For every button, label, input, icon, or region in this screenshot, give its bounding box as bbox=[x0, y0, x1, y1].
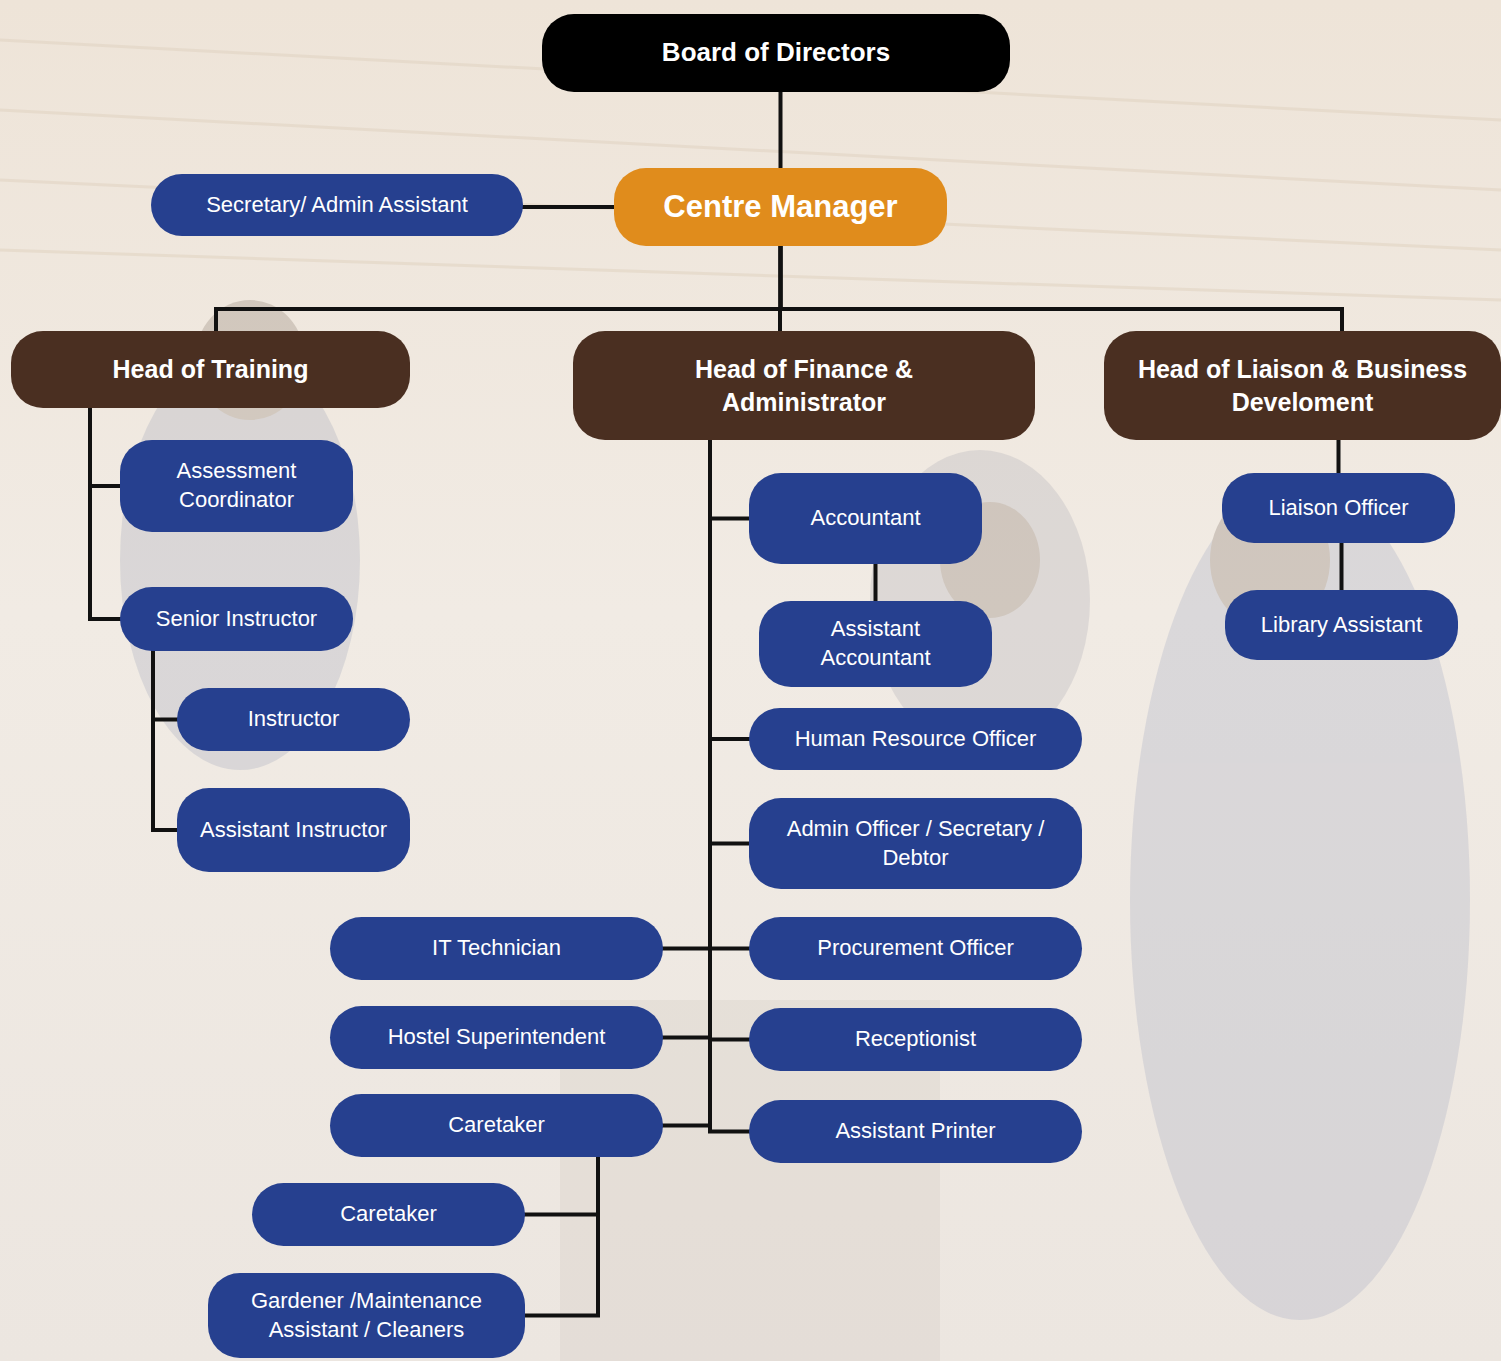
connector bbox=[874, 564, 878, 601]
role-box: Hostel Superintendent bbox=[330, 1006, 663, 1069]
node-label: Assessment Coordinator bbox=[138, 457, 335, 514]
role-box: Library Assistant bbox=[1225, 590, 1458, 660]
node-label: Centre Manager bbox=[663, 187, 897, 227]
connector bbox=[1337, 440, 1341, 473]
role-box: Senior Instructor bbox=[120, 587, 353, 651]
node-label: Instructor bbox=[248, 705, 340, 734]
node-label: Caretaker bbox=[340, 1200, 437, 1229]
board-box: Board of Directors bbox=[542, 14, 1010, 92]
head-box: Head of Training bbox=[11, 331, 410, 408]
role-box: Admin Officer / Secretary / Debtor bbox=[749, 798, 1082, 889]
node-label: IT Technician bbox=[432, 934, 561, 963]
node-label: Assistant Instructor bbox=[200, 816, 387, 845]
node-label: Human Resource Officer bbox=[795, 725, 1037, 754]
node-label: Board of Directors bbox=[662, 36, 890, 70]
node-label: Procurement Officer bbox=[817, 934, 1013, 963]
node-label: Head of Training bbox=[113, 353, 309, 386]
role-box: Gardener /Maintenance Assistant / Cleane… bbox=[208, 1273, 525, 1358]
connector bbox=[153, 651, 177, 720]
head-box: Head of Liaison & Business Develoment bbox=[1104, 331, 1501, 440]
connector bbox=[663, 440, 710, 949]
people-figures bbox=[120, 300, 1470, 1361]
role-box: Instructor bbox=[177, 688, 410, 751]
node-label: Gardener /Maintenance Assistant / Cleane… bbox=[226, 1287, 507, 1344]
node-label: Caretaker bbox=[448, 1111, 545, 1140]
node-label: Hostel Superintendent bbox=[388, 1023, 606, 1052]
role-box: Assistant Printer bbox=[749, 1100, 1082, 1163]
role-box: Assistant Instructor bbox=[177, 788, 410, 872]
node-label: Senior Instructor bbox=[156, 605, 317, 634]
node-label: Receptionist bbox=[855, 1025, 976, 1054]
connector bbox=[710, 440, 749, 844]
node-label: Head of Finance & Administrator bbox=[639, 353, 969, 418]
role-box: Assistant Accountant bbox=[759, 601, 992, 687]
role-box: Receptionist bbox=[749, 1008, 1082, 1071]
role-box: Procurement Officer bbox=[749, 917, 1082, 980]
connector bbox=[525, 1157, 598, 1316]
node-label: Admin Officer / Secretary / Debtor bbox=[767, 815, 1064, 872]
role-box: IT Technician bbox=[330, 917, 663, 980]
role-box: Secretary/ Admin Assistant bbox=[151, 174, 523, 236]
head-box: Head of Finance & Administrator bbox=[573, 331, 1035, 440]
connector bbox=[779, 92, 783, 168]
connector bbox=[710, 440, 749, 519]
connector bbox=[663, 440, 710, 1126]
connector bbox=[90, 408, 120, 619]
role-box: Caretaker bbox=[252, 1183, 525, 1246]
connector bbox=[710, 440, 749, 949]
node-label: Library Assistant bbox=[1261, 611, 1422, 640]
role-box: Human Resource Officer bbox=[749, 708, 1082, 770]
connector bbox=[525, 1157, 598, 1215]
manager-box: Centre Manager bbox=[614, 168, 947, 246]
node-label: Liaison Officer bbox=[1268, 494, 1408, 523]
node-label: Assistant Printer bbox=[835, 1117, 995, 1146]
connector bbox=[153, 651, 177, 830]
connector bbox=[710, 440, 749, 1040]
connector bbox=[1340, 543, 1344, 590]
role-box: Assessment Coordinator bbox=[120, 440, 353, 532]
connector bbox=[663, 440, 710, 1038]
connector bbox=[216, 246, 781, 331]
connector bbox=[710, 440, 749, 739]
role-box: Caretaker bbox=[330, 1094, 663, 1157]
node-label: Assistant Accountant bbox=[777, 615, 974, 672]
connector bbox=[781, 246, 1343, 331]
node-label: Secretary/ Admin Assistant bbox=[206, 191, 468, 220]
role-box: Accountant bbox=[749, 473, 982, 564]
node-label: Head of Liaison & Business Develoment bbox=[1138, 353, 1468, 418]
connector bbox=[90, 408, 120, 486]
role-box: Liaison Officer bbox=[1222, 473, 1455, 543]
connector bbox=[710, 440, 749, 1132]
node-label: Accountant bbox=[810, 504, 920, 533]
connector bbox=[523, 205, 614, 209]
